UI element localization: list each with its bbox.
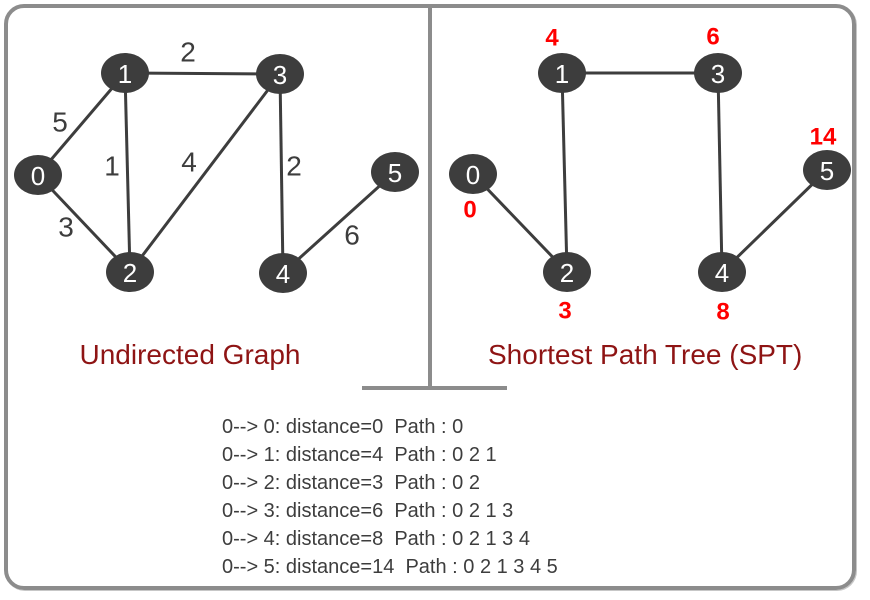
- spt-node-3-label: 3: [711, 59, 725, 89]
- spt-node-5-label: 5: [820, 156, 834, 186]
- undirected-edge-2-3: [128, 73, 282, 273]
- shortest-path-results: 0--> 0: distance=0 Path : 0 0--> 1: dist…: [222, 413, 558, 581]
- undirected-node-0: [14, 155, 62, 195]
- undirected-node-0-label: 0: [31, 161, 45, 191]
- undirected-node-5: [371, 152, 419, 192]
- undirected-node-2-label: 2: [123, 258, 137, 288]
- spt-edge-1-2: [560, 72, 569, 273]
- spt-node-5-distance: 14: [810, 124, 837, 151]
- spt-node-2-label: 2: [560, 258, 574, 288]
- undirected-node-3: [256, 54, 304, 94]
- undirected-edge-weight-0-1: 5: [52, 107, 68, 138]
- spt-node-1-distance: 4: [545, 25, 559, 52]
- undirected-edge-1-2: [123, 72, 132, 273]
- undirected-edge-weight-3-4: 2: [286, 151, 302, 182]
- spt-node-2: [543, 252, 591, 292]
- result-line-3: 0--> 3: distance=6 Path : 0 2 1 3: [222, 500, 514, 522]
- undirected-node-1-label: 1: [118, 59, 132, 89]
- undirected-node-2: [106, 252, 154, 292]
- spt-node-0: [449, 154, 497, 194]
- result-line-0: 0--> 0: distance=0 Path : 0: [222, 416, 464, 438]
- undirected-edge-4-5: [281, 170, 397, 275]
- result-line-2: 0--> 2: distance=3 Path : 0 2: [222, 472, 480, 494]
- undirected-node-4-label: 4: [276, 259, 290, 289]
- spt-node-0-distance: 0: [463, 197, 476, 224]
- spt-edge-0-2: [471, 172, 569, 274]
- spt-node-4: [698, 252, 746, 292]
- spt-node-4-distance: 8: [716, 299, 729, 326]
- spt-node-4-label: 4: [715, 258, 729, 288]
- undirected-edge-weight-1-2: 1: [104, 151, 120, 182]
- result-line-1: 0--> 1: distance=4 Path : 0 2 1: [222, 444, 497, 466]
- undirected-edge-weight-4-5: 6: [344, 220, 360, 251]
- spt-edge-4-5: [720, 168, 829, 274]
- undirected-edge-0-2: [36, 173, 132, 274]
- spt-title: Shortest Path Tree (SPT): [488, 339, 803, 370]
- result-line-5: 0--> 5: distance=14 Path : 0 2 1 3 4 5: [222, 556, 558, 578]
- result-line-4: 0--> 4: distance=8 Path : 0 2 1 3 4: [222, 528, 530, 550]
- spt-node-1: [538, 53, 586, 93]
- undirected-edge-weight-0-2: 3: [58, 212, 74, 243]
- spt-edge-3-4: [716, 72, 724, 273]
- undirected-edge-1-3: [124, 71, 281, 76]
- spt-node-0-label: 0: [466, 160, 480, 190]
- undirected-graph-title: Undirected Graph: [79, 339, 301, 370]
- undirected-node-4: [259, 253, 307, 293]
- spt-node-2-distance: 3: [558, 298, 571, 325]
- spt-node-5: [803, 150, 851, 190]
- undirected-edge-3-4: [278, 73, 285, 274]
- undirected-edge-weight-2-3: 4: [181, 147, 197, 178]
- undirected-node-3-label: 3: [273, 60, 287, 90]
- spt-node-3: [694, 53, 742, 93]
- spt-node-3-distance: 6: [706, 24, 719, 51]
- spt-node-1-label: 1: [555, 59, 569, 89]
- undirected-edge-weight-1-3: 2: [180, 37, 196, 68]
- undirected-node-5-label: 5: [388, 158, 402, 188]
- undirected-edge-0-1: [36, 72, 127, 176]
- undirected-node-1: [101, 53, 149, 93]
